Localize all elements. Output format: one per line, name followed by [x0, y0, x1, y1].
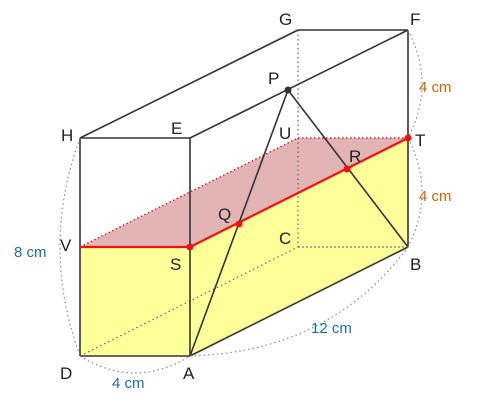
dim-hd-label: 8 cm: [14, 244, 47, 261]
label-s: S: [170, 255, 181, 274]
dim-da-label: 4 cm: [112, 375, 145, 392]
dimension-arcs: [59, 29, 423, 374]
edge-dc: [79, 246, 299, 357]
label-p: P: [268, 69, 279, 88]
label-g: G: [279, 10, 292, 29]
marked-points: [186, 86, 412, 251]
point-q-marker: [235, 220, 243, 228]
dim-tb-label: 4 cm: [419, 188, 452, 205]
arc-da: [79, 355, 191, 374]
label-e: E: [171, 119, 182, 138]
edge-vu: [79, 137, 299, 248]
label-a: A: [183, 364, 195, 383]
dim-ft-label: 4 cm: [419, 79, 452, 96]
label-u: U: [279, 124, 291, 143]
label-c: C: [279, 229, 291, 248]
point-p-marker: [284, 86, 292, 94]
label-d: D: [60, 364, 72, 383]
point-t-marker: [404, 134, 412, 142]
surface-hidden-edges: [79, 137, 408, 248]
label-q: Q: [218, 205, 231, 224]
dimension-labels: 4 cm 4 cm 8 cm 4 cm 12 cm: [14, 79, 452, 392]
dim-ab-label: 12 cm: [311, 320, 352, 337]
arc-hd: [59, 137, 81, 357]
point-s-marker: [186, 243, 194, 251]
section-lines: [80, 137, 409, 249]
segment-st: [189, 137, 409, 248]
label-b: B: [410, 255, 421, 274]
point-labels: G F P H E U T R Q C V S B D A: [60, 10, 425, 383]
label-r: R: [349, 147, 361, 166]
label-t: T: [415, 131, 425, 150]
water-front-face: [80, 247, 190, 356]
arc-ft: [407, 29, 423, 139]
edge-hg: [79, 29, 299, 139]
label-f: F: [410, 10, 420, 29]
water-surface: [80, 138, 408, 247]
edge-ef: [189, 29, 409, 139]
label-h: H: [61, 126, 73, 145]
edge-ab: [189, 246, 409, 357]
point-r-marker: [343, 165, 351, 173]
label-v: V: [60, 236, 72, 255]
